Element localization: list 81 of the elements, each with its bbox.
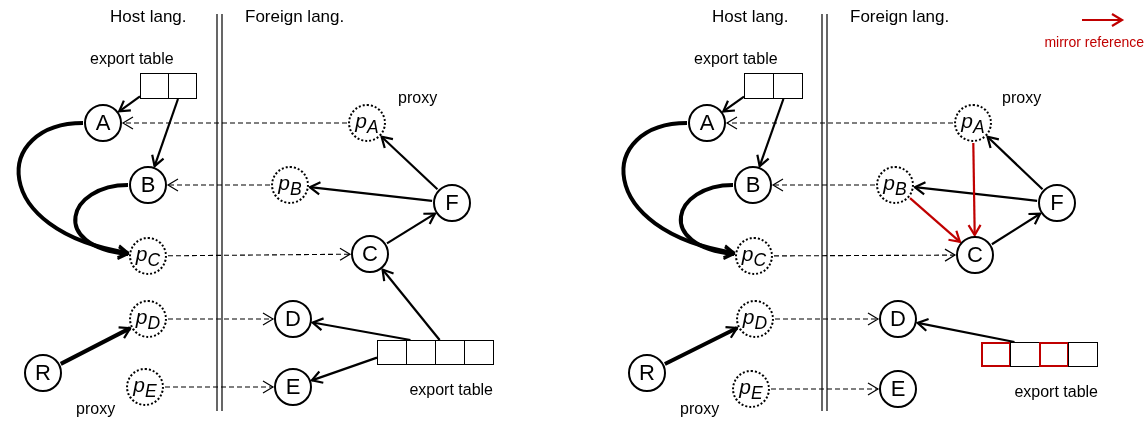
dashed-arrow (772, 178, 876, 192)
table-cell (377, 340, 407, 365)
proxy-label: proxy (398, 88, 438, 108)
table-cell (1010, 342, 1040, 367)
table-label: export table (694, 49, 778, 69)
thick-arrow (59, 326, 132, 366)
table-label: export table (90, 49, 174, 69)
table-label: export table (1014, 382, 1098, 402)
thick-arrow (664, 325, 739, 366)
object-circle: C (351, 235, 389, 273)
arrow (913, 181, 1038, 202)
arrow (151, 98, 179, 168)
object-circle: F (433, 184, 471, 222)
arrow (118, 95, 141, 113)
arrow (311, 317, 411, 342)
object-circle: F (1038, 184, 1076, 222)
thick-arrow (17, 121, 130, 258)
proxy-label: proxy (76, 399, 116, 419)
dashed-arrow (167, 247, 351, 261)
table-cell (1068, 342, 1098, 367)
arrow (991, 212, 1042, 246)
table-cell (435, 340, 465, 365)
proxy-circle: p$_{A}$ (348, 104, 386, 142)
proxy-label: proxy (680, 399, 720, 419)
object-circle: B (734, 166, 772, 204)
table-label: export table (409, 380, 493, 400)
column-heading: Host lang. (110, 7, 187, 27)
arrow (916, 317, 1015, 344)
arrow (381, 268, 441, 341)
proxy-circle: p$_{B}$ (876, 166, 914, 204)
arrow (986, 135, 1044, 190)
dashed-arrow (774, 312, 879, 326)
object-circle: R (24, 354, 62, 392)
object-circle: D (274, 300, 312, 338)
thick-arrow (73, 183, 130, 260)
dashed-arrow (167, 178, 271, 192)
object-circle: E (274, 368, 312, 406)
table-cell (744, 73, 774, 99)
object-circle: A (688, 104, 726, 142)
column-heading: Host lang. (712, 7, 789, 27)
arrow (909, 197, 962, 243)
dashed-arrow (726, 116, 954, 130)
dashed-arrow (122, 116, 348, 130)
proxy-circle: p$_{A}$ (954, 104, 992, 142)
proxy-circle: p$_{D}$ (736, 300, 774, 338)
object-circle: A (84, 104, 122, 142)
arrow (722, 95, 745, 113)
object-circle: R (628, 354, 666, 392)
object-circle: B (129, 166, 167, 204)
table-cell (406, 340, 436, 365)
object-circle: D (879, 300, 917, 338)
proxy-circle: p$_{D}$ (129, 300, 167, 338)
table-cell (168, 73, 197, 99)
column-heading: Foreign lang. (850, 7, 950, 27)
table-cell (464, 340, 494, 365)
column-heading: Foreign lang. (245, 7, 345, 27)
dashed-arrow (770, 382, 879, 396)
arrow (380, 135, 439, 191)
table-cell (773, 73, 803, 99)
dashed-arrow (167, 312, 274, 326)
table-cell (140, 73, 169, 99)
arrow (310, 356, 378, 384)
dashed-arrow (773, 248, 956, 262)
proxy-circle: p$_{B}$ (271, 166, 309, 204)
proxy-circle: p$_{C}$ (735, 237, 773, 275)
arrow (967, 143, 982, 237)
table-cell (981, 342, 1011, 367)
arrow (308, 181, 433, 202)
table-cell (1039, 342, 1069, 367)
proxy-label: proxy (1002, 88, 1042, 108)
arrow (386, 212, 437, 245)
proxy-circle: p$_{C}$ (129, 237, 167, 275)
object-circle: C (956, 236, 994, 274)
thick-arrow (621, 121, 736, 258)
proxy-circle: p$_{E}$ (732, 370, 770, 408)
thick-arrow (679, 183, 736, 260)
proxy-circle: p$_{E}$ (126, 368, 164, 406)
dashed-arrow (164, 380, 274, 394)
arrow (756, 98, 785, 168)
legend-text: mirror reference (1044, 33, 1144, 52)
object-circle: E (879, 370, 917, 408)
